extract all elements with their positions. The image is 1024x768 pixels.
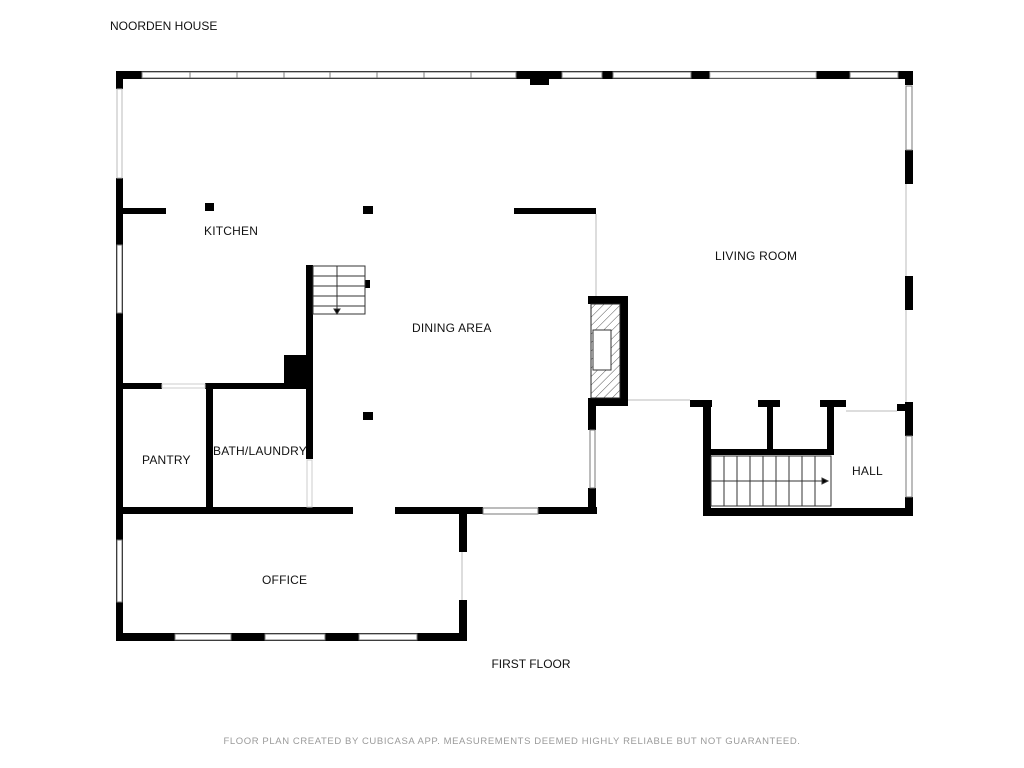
window-left-office [116, 539, 123, 603]
window-top-mid [561, 71, 603, 79]
pantry-bath-divider [206, 383, 213, 512]
closet-divider [767, 400, 773, 455]
stair-left-wall [703, 400, 711, 516]
left-wall [116, 178, 123, 640]
stair-top-wall-mid [758, 400, 780, 407]
window-top-left [141, 71, 517, 79]
window-office-1 [174, 633, 232, 641]
office-right-wall-lower [459, 600, 467, 641]
fireplace-hearth [590, 303, 621, 399]
column-3 [363, 412, 373, 420]
window-dining-bottom [482, 507, 539, 515]
room-label-living-room: LIVING ROOM [715, 249, 798, 263]
stair-wall [306, 265, 313, 459]
bath-door-gap [306, 459, 313, 508]
dining-bottom-wall-right [538, 507, 597, 514]
top-wall-block [530, 73, 549, 85]
windows [116, 71, 913, 641]
disclaimer-footer: FLOOR PLAN CREATED BY CUBICASA APP. MEAS… [223, 736, 801, 747]
column-2 [363, 206, 373, 214]
window-dining-right [589, 429, 596, 489]
fireplace-top [588, 296, 628, 304]
stair-top-wall-left [690, 400, 712, 407]
floor-label: FIRST FLOOR [491, 657, 571, 671]
interior-walls [116, 73, 628, 514]
room-label-kitchen: KITCHEN [204, 224, 259, 238]
right-wall-mid2 [905, 276, 913, 310]
right-wall-bottom [905, 497, 913, 516]
column-1 [205, 203, 214, 211]
window-right-1 [905, 85, 913, 151]
left-wall-upper [116, 71, 123, 89]
plan-title: NOORDEN HOUSE [110, 19, 218, 33]
hall-top-wall [897, 404, 913, 411]
fireplace-bottom [588, 398, 628, 406]
closet-right-wall [827, 400, 834, 455]
stair-top-wall-right [820, 400, 846, 407]
right-wall-mid3 [905, 402, 913, 436]
stair-dining [312, 265, 366, 315]
window-office-3 [358, 633, 418, 641]
window-top-right [612, 71, 692, 79]
pantry-top-wall-left [116, 383, 162, 389]
window-top-living [709, 71, 817, 79]
room-label-dining-area: DINING AREA [412, 321, 492, 335]
dining-right-wall-lower [588, 488, 596, 514]
dining-top-wall [514, 208, 596, 214]
fireplace-right [620, 296, 628, 406]
right-wall-top [905, 71, 913, 85]
dining-right-wall-upper [588, 400, 596, 430]
thin-lines [461, 184, 907, 600]
closet-bottom-wall [703, 449, 834, 455]
room-label-bath-laundry: BATH/LAUNDRY [213, 444, 307, 458]
room-label-pantry: PANTRY [142, 453, 191, 467]
window-office-2 [264, 633, 326, 641]
dining-bottom-wall-left [395, 507, 483, 514]
exterior-walls [116, 71, 913, 641]
room-label-office: OFFICE [262, 573, 308, 587]
window-left-top [116, 88, 123, 179]
window-left-kitchen [116, 244, 123, 314]
stair-hall [710, 455, 832, 507]
room-label-hall: HALL [852, 464, 883, 478]
office-right-wall-upper [459, 512, 467, 552]
bath-top-wall [205, 383, 313, 389]
window-hall [905, 435, 913, 498]
pantry-door-gap [161, 383, 206, 389]
stair-bottom-wall [703, 508, 913, 516]
kitchen-top-wall-left [116, 208, 166, 214]
right-wall-mid1 [905, 150, 913, 184]
office-top-wall [116, 507, 353, 514]
window-top-corner [849, 71, 899, 79]
